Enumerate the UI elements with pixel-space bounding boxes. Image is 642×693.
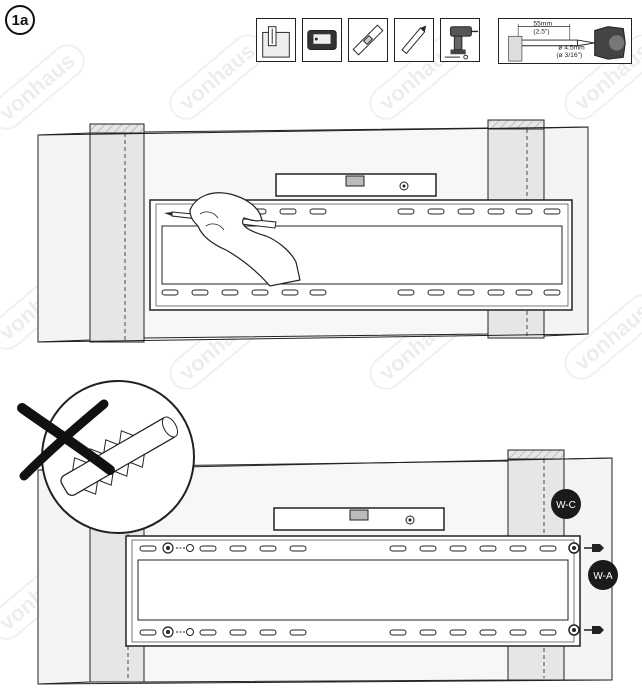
wall-bracket-bottom — [125, 535, 581, 647]
pencil-icon — [394, 18, 434, 62]
spirit-level-top — [275, 173, 437, 197]
drill-depth-mm: 55mm — [533, 21, 552, 28]
label-wc: W-C — [551, 489, 581, 519]
drill-icon — [440, 18, 480, 62]
screw-wa-icon — [568, 542, 604, 636]
level-icon — [348, 18, 388, 62]
wall-anchor-icon — [302, 18, 342, 62]
bracket-slots-bottom — [139, 545, 557, 636]
stud-finder-icon — [256, 18, 296, 62]
mounted-screws-left — [162, 542, 194, 638]
svg-text:W-C: W-C — [556, 500, 576, 511]
anchor-warning-callout — [17, 380, 195, 534]
cross-icon — [17, 399, 115, 481]
drill-depth-in: (2.5") — [533, 28, 549, 35]
drill-diameter-in: (ø 3/16") — [556, 52, 582, 59]
spirit-level-bottom — [273, 507, 445, 531]
drill-diameter-mm: ø 4.5mm — [558, 45, 585, 52]
drill-bit-icon: 55mm (2.5") ø 4.5mm (ø 3/16") — [498, 18, 632, 64]
label-wa: W-A — [588, 560, 618, 590]
svg-text:W-A: W-A — [593, 571, 613, 582]
hand-with-pencil — [164, 192, 301, 287]
step-badge: 1a — [5, 5, 35, 35]
